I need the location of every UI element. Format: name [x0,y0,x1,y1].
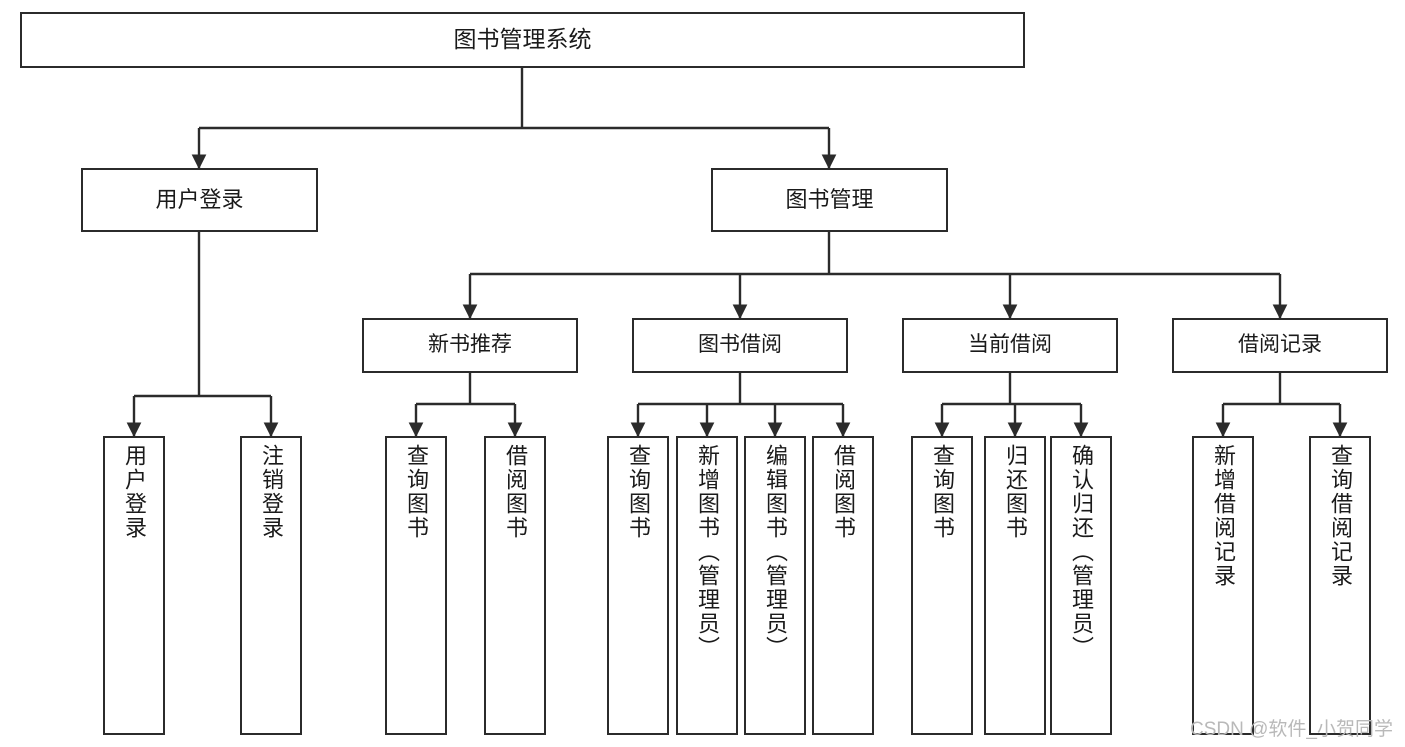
node-leaf-user-logout[interactable]: 注销登录 [240,436,302,735]
node-label: 查询图书 [404,444,429,540]
node-root[interactable]: 图书管理系统 [20,12,1025,68]
node-current-borrow[interactable]: 当前借阅 [902,318,1118,373]
node-label: 归还图书 [1003,444,1028,540]
node-leaf-confirm-return[interactable]: 确认归还（管理员） [1050,436,1112,735]
node-label: 查询图书 [930,444,955,540]
node-label: 新增借阅记录 [1211,444,1236,588]
node-label: 用户登录 [122,444,147,540]
node-label: 确认归还（管理员） [1069,444,1094,660]
node-user-login[interactable]: 用户登录 [81,168,318,232]
node-leaf-query-book-2[interactable]: 查询图书 [607,436,669,735]
node-book-manage[interactable]: 图书管理 [711,168,948,232]
node-label: 查询借阅记录 [1328,444,1353,588]
node-leaf-query-book-3[interactable]: 查询图书 [911,436,973,735]
node-label: 借阅图书 [831,444,856,540]
node-label: 注销登录 [259,444,284,540]
node-label: 借阅记录 [1238,333,1322,357]
node-label: 当前借阅 [968,333,1052,357]
node-label: 图书管理系统 [453,26,592,53]
node-leaf-borrow-book-1[interactable]: 借阅图书 [484,436,546,735]
node-leaf-borrow-book-2[interactable]: 借阅图书 [812,436,874,735]
node-label: 编辑图书（管理员） [763,444,788,660]
node-label: 新增图书（管理员） [695,444,720,660]
node-borrow-record[interactable]: 借阅记录 [1172,318,1388,373]
node-label: 借阅图书 [503,444,528,540]
node-book-borrow[interactable]: 图书借阅 [632,318,848,373]
node-label: 用户登录 [155,187,244,213]
node-label: 图书借阅 [698,333,782,357]
node-leaf-edit-book[interactable]: 编辑图书（管理员） [744,436,806,735]
node-leaf-user-login[interactable]: 用户登录 [103,436,165,735]
node-leaf-return-book[interactable]: 归还图书 [984,436,1046,735]
node-new-book-rec[interactable]: 新书推荐 [362,318,578,373]
node-leaf-add-record[interactable]: 新增借阅记录 [1192,436,1254,735]
node-label: 查询图书 [626,444,651,540]
node-label: 新书推荐 [428,333,512,357]
node-leaf-query-book-1[interactable]: 查询图书 [385,436,447,735]
node-leaf-query-record[interactable]: 查询借阅记录 [1309,436,1371,735]
node-label: 图书管理 [785,187,874,213]
node-leaf-add-book[interactable]: 新增图书（管理员） [676,436,738,735]
